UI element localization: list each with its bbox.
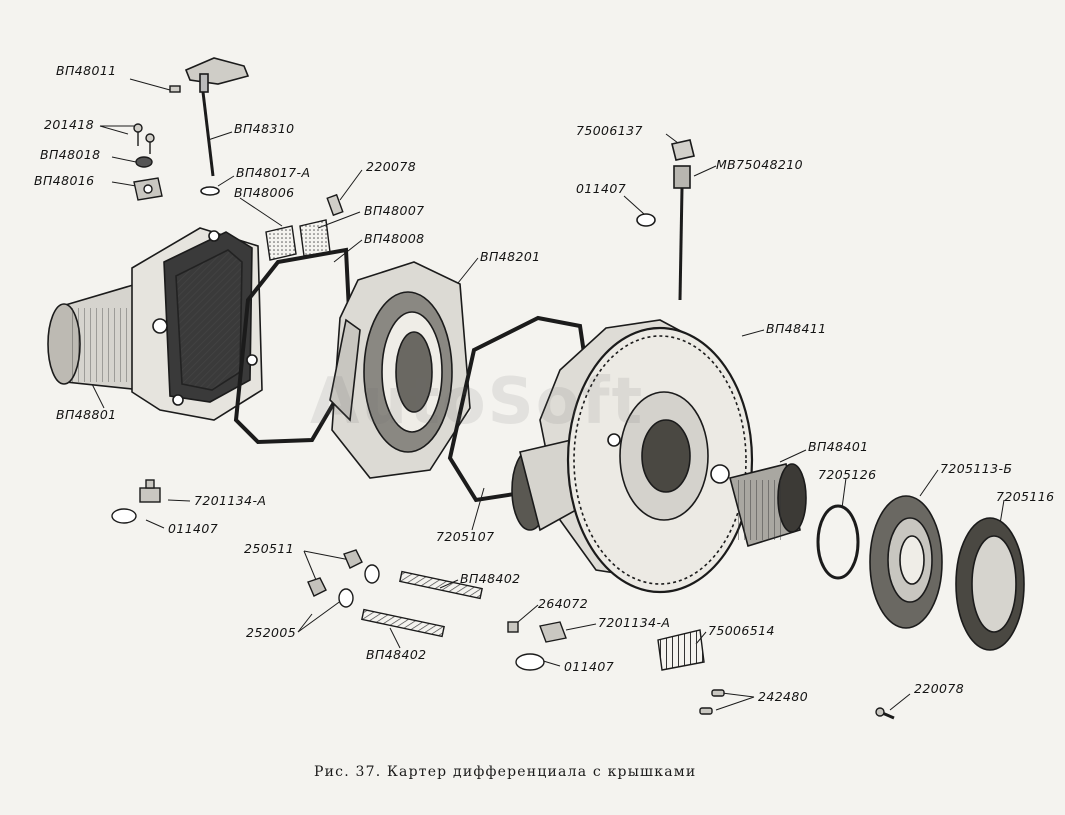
drive-housing	[47, 227, 263, 421]
label-201418: 201418	[44, 117, 95, 132]
dipstick-left	[184, 57, 250, 196]
label-vp48007: ВП48007	[364, 203, 425, 218]
label-7205107: 7205107	[436, 529, 495, 544]
label-75006137: 75006137	[576, 123, 643, 138]
label-7201134a-left: 7201134-А	[194, 493, 267, 508]
end-cover	[869, 495, 943, 629]
label-vp48310: ВП48310	[234, 121, 295, 136]
center-plug-group	[507, 621, 705, 671]
label-242480: 242480	[758, 689, 809, 704]
label-7205126: 7205126	[818, 467, 877, 482]
label-vp48201: ВП48201	[480, 249, 541, 264]
label-011407-top: 011407	[576, 181, 627, 196]
label-011407-bottom: 011407	[564, 659, 615, 674]
label-vp48006: ВП48006	[234, 185, 295, 200]
label-7205113-6: 7205113-Б	[940, 461, 1013, 476]
label-75006514: 75006514	[708, 623, 775, 638]
leader-lines	[91, 78, 1005, 711]
nuts-and-studs	[307, 549, 483, 638]
label-vp48016: ВП48016	[34, 173, 95, 188]
label-vp48411: ВП48411	[766, 321, 827, 336]
label-250511: 250511	[244, 541, 295, 556]
label-220078-bottom: 220078	[914, 681, 965, 696]
label-mb75048210: МВ75048210	[716, 157, 803, 172]
figure-caption: Рис. 37. Картер дифференциала с крышками	[314, 764, 697, 780]
label-vp48008: ВП48008	[364, 231, 425, 246]
differential-case	[511, 319, 754, 594]
label-vp48401: ВП48401	[808, 439, 869, 454]
gasket-large-left	[233, 247, 355, 445]
label-264072: 264072	[538, 596, 589, 611]
cover-plates	[265, 193, 344, 261]
middle-housing	[329, 261, 471, 479]
watermark: AutoSoft	[310, 365, 645, 439]
seal-ring	[955, 517, 1025, 651]
label-252005: 252005	[246, 625, 297, 640]
label-vp48017a: ВП48017-А	[236, 165, 311, 180]
label-vp48402-b: ВП48402	[366, 647, 427, 662]
label-7205116: 7205116	[996, 489, 1055, 504]
pins-and-screw	[699, 689, 895, 720]
small-fasteners-left	[133, 85, 181, 201]
dipstick-right	[636, 139, 695, 301]
label-220078-top: 220078	[366, 159, 417, 174]
bearing-sleeve	[729, 463, 807, 548]
label-vp48011: ВП48011	[56, 63, 117, 78]
drain-plug-left	[111, 479, 161, 524]
label-vp48801: ВП48801	[56, 407, 117, 422]
label-vp48018: ВП48018	[40, 147, 101, 162]
o-ring	[816, 504, 860, 580]
label-011407-left: 011407	[168, 521, 219, 536]
label-vp48402-a: ВП48402	[460, 571, 521, 586]
label-7201134a-mid: 7201134-А	[598, 615, 671, 630]
